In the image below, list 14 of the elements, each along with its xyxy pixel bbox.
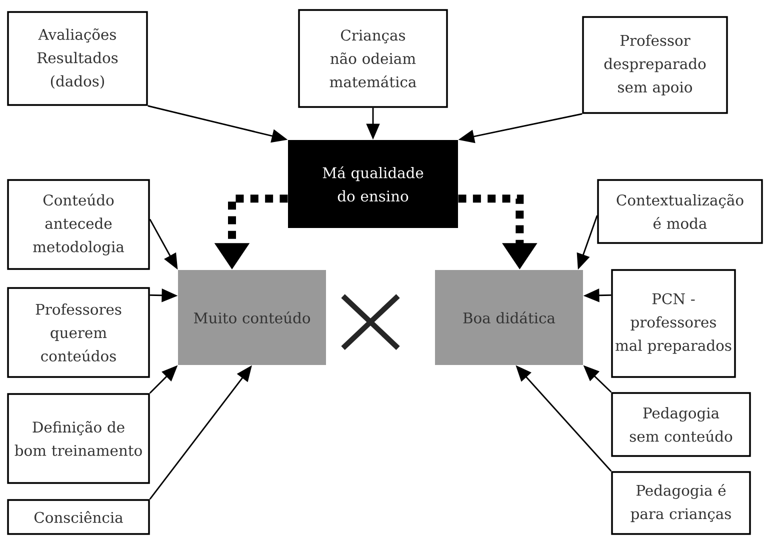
central-box: Má qualidade do ensino [288,140,458,228]
process-box: Pedagogia sem conteúdo [611,392,751,457]
topic-box: Muito conteúdo [178,270,326,365]
topic-box: Boa didática [435,270,583,365]
process-box: Professores querem conteúdos [7,287,150,378]
process-box: Pedagogia é para crianças [611,471,751,535]
process-box: Definição de bom treinamento [7,393,150,484]
process-box: Professor despreparado sem apoio [582,16,728,114]
process-box: PCN - professores mal preparados [611,269,736,378]
process-box: Consciência [7,499,150,535]
process-box: Contextualização é moda [597,179,763,244]
process-box: Conteúdo antecede metodologia [7,179,150,270]
process-box: Crianças não odeiam matemática [298,9,448,108]
process-box: Avaliações Resultados (dados) [7,11,148,106]
